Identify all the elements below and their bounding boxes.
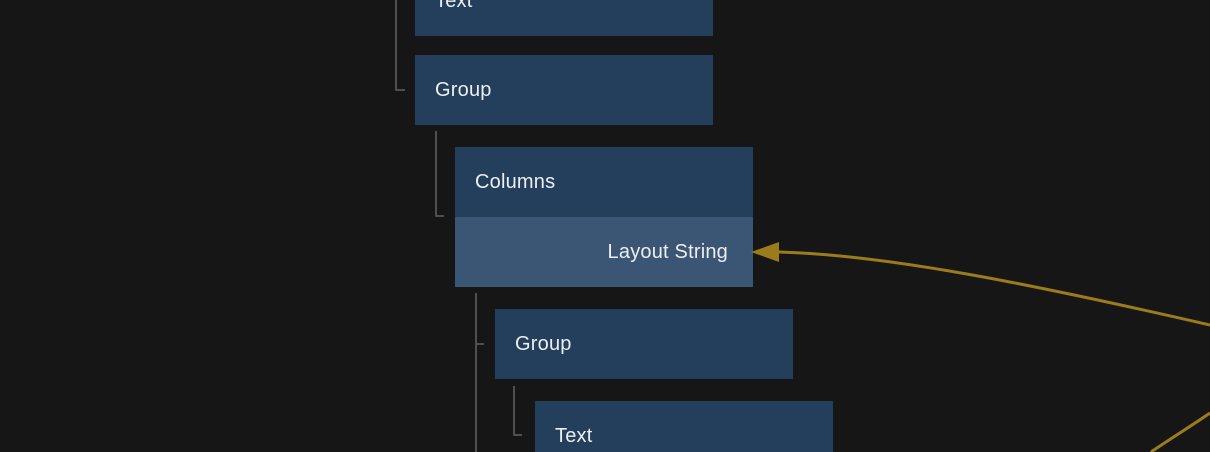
tree-connector-columns — [435, 131, 444, 217]
node-text-2[interactable]: Text — [535, 401, 833, 452]
node-text[interactable]: Text — [415, 0, 713, 36]
node-columns[interactable]: Columns — [455, 147, 753, 217]
node-label: Text — [555, 424, 593, 447]
tree-connector-text-2 — [513, 386, 522, 436]
node-label: Columns — [475, 170, 556, 193]
tree-connector-group-2 — [475, 293, 484, 452]
node-label: Text — [435, 0, 473, 12]
connection-wire-2[interactable] — [1150, 411, 1210, 452]
node-output-layout-string[interactable]: Layout String — [455, 217, 753, 287]
output-port-label: Layout String — [607, 240, 728, 263]
wire-arrowhead-icon — [751, 242, 779, 262]
node-label: Group — [435, 78, 492, 101]
node-group[interactable]: Group — [415, 55, 713, 125]
connection-wire[interactable] — [778, 250, 1210, 327]
node-label: Group — [515, 332, 572, 355]
tree-connector-group — [395, 0, 405, 91]
node-group-2[interactable]: Group — [495, 309, 793, 379]
